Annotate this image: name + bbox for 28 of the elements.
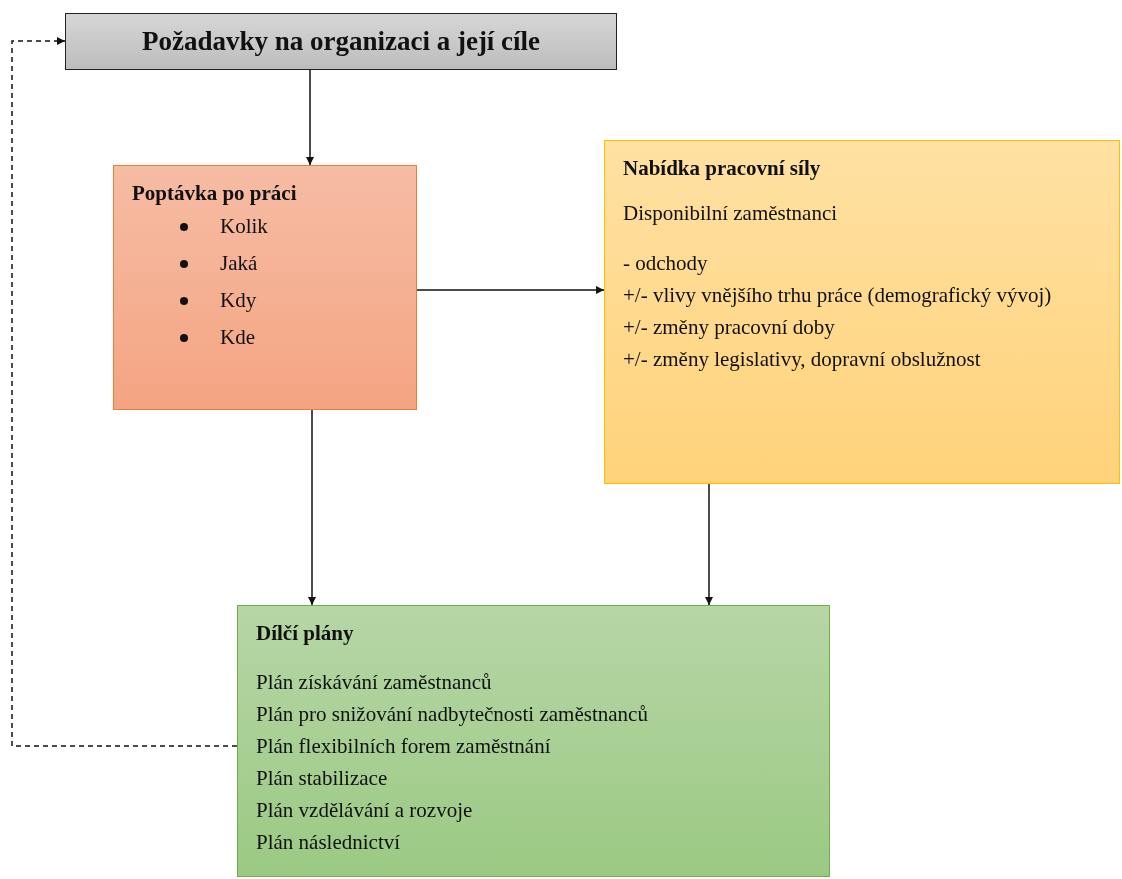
dashed-arrow bbox=[11, 37, 238, 747]
body-text: Plán vzdělávání a rozvoje bbox=[256, 797, 473, 824]
arrow bbox=[705, 483, 713, 606]
body-text: Plán pro snižování nadbytečnosti zaměstnanců bbox=[256, 701, 648, 728]
box-title: Požadavky na organizaci a její cíle bbox=[141, 26, 541, 57]
body-text: Plán flexibilních forem zaměstnání bbox=[256, 733, 551, 760]
process-box bbox=[237, 605, 830, 877]
arrow bbox=[308, 409, 316, 606]
list-item: Jaká bbox=[132, 245, 258, 282]
body-text: Plán získávání zaměstnanců bbox=[256, 669, 492, 696]
list-item: Kdy bbox=[132, 282, 257, 319]
arrow bbox=[416, 286, 605, 294]
body-text: Plán následnictví bbox=[256, 829, 401, 856]
body-text: Disponibilní zaměstnanci bbox=[623, 200, 838, 227]
list-item: Kolik bbox=[132, 208, 268, 245]
box-heading: Poptávka po práci bbox=[132, 180, 297, 207]
body-text: - odchody bbox=[623, 250, 708, 277]
list-item: Kde bbox=[132, 319, 255, 356]
box-heading: Nabídka pracovní síly bbox=[623, 155, 821, 182]
process-box bbox=[113, 165, 417, 410]
body-text: Plán stabilizace bbox=[256, 765, 388, 792]
body-text: +/- změny pracovní doby bbox=[623, 314, 835, 341]
body-text: +/- vlivy vnějšího trhu práce (demografický vývoj) bbox=[623, 282, 1052, 309]
body-text: +/- změny legislativy, dopravní obslužnost bbox=[623, 346, 981, 373]
arrow bbox=[306, 69, 314, 166]
process-box bbox=[65, 13, 617, 70]
box-heading: Dílčí plány bbox=[256, 620, 354, 647]
process-box bbox=[604, 140, 1120, 484]
